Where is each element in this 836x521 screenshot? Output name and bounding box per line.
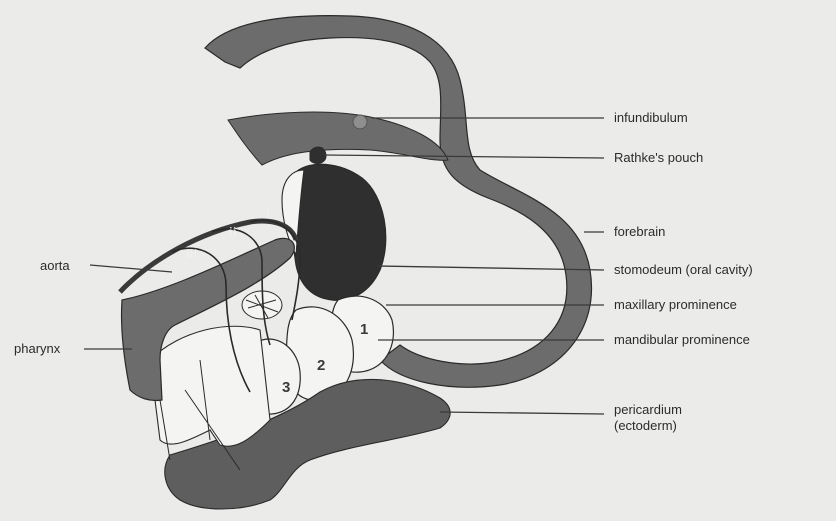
label-forebrain: forebrain: [614, 224, 665, 239]
arch-number-2: 2: [317, 357, 325, 374]
label-infundibulum: infundibulum: [614, 110, 688, 125]
rathkes-pouch-shape: [310, 147, 326, 163]
label-aorta: aorta: [40, 258, 70, 273]
leader-pericardium: [440, 412, 604, 414]
arch-number-1: 1: [360, 321, 368, 338]
arch-numeral-ii: ii: [229, 225, 237, 240]
stomodeum-shape: [292, 164, 386, 300]
label-mandibular: mandibular prominence: [614, 332, 750, 347]
pharynx-body: [150, 326, 270, 446]
label-pericardium: pericardium: [614, 402, 682, 417]
arch-numeral-iii: iii: [186, 247, 198, 262]
label-ectoderm: (ectoderm): [614, 418, 677, 433]
infundibulum-spot: [353, 115, 367, 129]
label-maxillary: maxillary prominence: [614, 297, 737, 312]
label-stomodeum: stomodeum (oral cavity): [614, 262, 753, 277]
arch-numeral-i: i: [266, 206, 270, 221]
arch-number-3: 3: [282, 379, 290, 396]
leader-aorta: [90, 265, 172, 272]
label-rathkes-pouch: Rathke's pouch: [614, 150, 703, 165]
label-pharynx: pharynx: [14, 341, 61, 356]
diencephalon-shape: [228, 112, 448, 165]
forebrain-shape: [205, 16, 592, 388]
